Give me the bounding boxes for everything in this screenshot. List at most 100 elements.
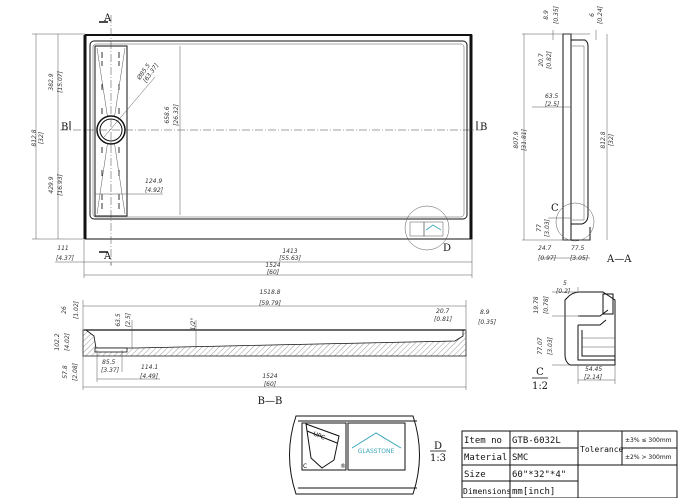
tolerance-large: ±2% > 300mm bbox=[625, 454, 672, 461]
dim-offset: 111 bbox=[57, 245, 68, 252]
upc-logo-r: ® bbox=[340, 463, 346, 470]
detail-c-circle bbox=[555, 202, 595, 242]
dim-c: 20.7 bbox=[538, 53, 545, 67]
dim-d-in: [2.5] bbox=[545, 101, 560, 108]
dim-channel-w: 124.9 bbox=[145, 178, 162, 185]
dim-c-d-in: [2.14] bbox=[584, 374, 603, 381]
tolerance-small: ±3% ≤ 300mm bbox=[625, 437, 672, 444]
dim-bb-drain: 85.5 bbox=[102, 359, 116, 366]
dim-a-in: [0.35] bbox=[553, 5, 560, 24]
dim-bb-len: 1518.8 bbox=[260, 289, 281, 296]
dim-g-in: [3.03] bbox=[544, 218, 551, 237]
dim-inner-len-in: [55.63] bbox=[279, 255, 302, 262]
section-bb: 1518.8 [59.79] 26 [1.02] 63.5 [2.5] 1/2°… bbox=[54, 289, 497, 407]
dim-c-c-in: [3.03] bbox=[547, 336, 554, 355]
dim-bb-drain-off: 114.1 bbox=[141, 364, 158, 371]
detail-c-title: C bbox=[536, 367, 544, 378]
tolerance-label: Tolerance bbox=[580, 445, 624, 454]
dim-channel-len: 658.6 bbox=[164, 106, 171, 123]
item-no-label: Item no bbox=[464, 436, 502, 446]
section-a-top: A bbox=[103, 13, 112, 24]
dim-bb-len-in: [59.79] bbox=[259, 300, 282, 307]
dim-c-in: [0.82] bbox=[546, 50, 553, 69]
detail-c-scale: 1:2 bbox=[532, 381, 548, 392]
upc-logo bbox=[301, 422, 347, 471]
dim-bb-edge: 20.7 bbox=[436, 308, 450, 315]
section-a-bottom: A bbox=[103, 251, 112, 262]
dim-bb-slope: 1/2° bbox=[190, 318, 197, 331]
dim-overall-len: 1524 bbox=[265, 262, 280, 269]
detail-d-marker: D bbox=[443, 243, 451, 254]
dimensions-label: Dimensions bbox=[463, 487, 511, 496]
detail-d: UPC C ® GLASSTONE D 1:3 bbox=[289, 415, 446, 495]
dim-overall-height: 812.8 bbox=[31, 129, 38, 146]
dim-bb-drain-in: [3.37] bbox=[101, 367, 120, 374]
dim-c-c: 77.07 bbox=[537, 337, 544, 354]
dim-channel-w-in: [4.92] bbox=[145, 187, 164, 194]
dim-f: 812.8 bbox=[600, 131, 607, 148]
dim-f-in: [32] bbox=[608, 133, 615, 146]
dim-overall-len-in: [60] bbox=[267, 269, 280, 276]
dim-bb-height: 102.2 bbox=[54, 333, 61, 350]
glasstone-logo bbox=[347, 422, 406, 471]
dim-c-b: 19.78 bbox=[533, 296, 540, 313]
size-label: Size bbox=[464, 470, 486, 480]
dim-bb-rim-in: [1.02] bbox=[73, 300, 80, 319]
dim-e: 807.9 bbox=[513, 131, 520, 148]
dim-c-a: 5 bbox=[563, 280, 567, 287]
dim-bb-total: 1524 bbox=[262, 373, 277, 380]
section-b-left: B bbox=[61, 122, 68, 133]
detail-c-marker: C bbox=[551, 203, 559, 214]
dim-inner-len: 1413 bbox=[282, 248, 297, 255]
dim-upper: 382.9 bbox=[48, 73, 55, 90]
dim-h: 24.7 bbox=[538, 245, 552, 252]
dim-bb-base-in: [2.08] bbox=[72, 362, 79, 381]
dim-g: 77 bbox=[536, 224, 543, 232]
title-block: Item no GTB-6032L Material SMC Size 60"*… bbox=[461, 430, 678, 498]
upc-logo-text: UPC bbox=[312, 431, 326, 442]
dim-b-in: [0.24] bbox=[597, 5, 604, 24]
dim-bb-total-in: [60] bbox=[264, 381, 277, 388]
size-value: 60"*32"*4" bbox=[512, 470, 566, 480]
dim-bb-depth: 63.5 bbox=[115, 313, 122, 327]
dim-a: 8.9 bbox=[543, 10, 550, 20]
material-value: SMC bbox=[512, 453, 528, 463]
dim-i-in: [3.05] bbox=[570, 255, 589, 262]
dim-bb-lip-in: [0.35] bbox=[478, 319, 497, 326]
item-no-value: GTB-6032L bbox=[512, 436, 561, 446]
dim-b: 6 bbox=[589, 13, 596, 17]
section-aa-title: A—A bbox=[606, 254, 632, 265]
detail-d-circle bbox=[404, 205, 450, 251]
upc-logo-c: C bbox=[303, 463, 307, 470]
dim-overall-height-in: [32] bbox=[38, 131, 45, 144]
plan-view: 812.8 [32] 382.9 [15.07] 429.9 [16.93] Ø… bbox=[31, 13, 487, 278]
dim-upper-in: [15.07] bbox=[57, 70, 64, 93]
dim-bb-rim: 26 bbox=[61, 306, 68, 314]
dim-c-d: 54.45 bbox=[585, 366, 602, 373]
dim-channel-len-in: [26.32] bbox=[173, 103, 180, 126]
dim-bb-lip: 8.9 bbox=[480, 309, 490, 316]
dim-offset-in: [4.37] bbox=[56, 255, 75, 262]
section-aa: 8.9 [0.35] 6 [0.24] 20.7 [0.82] 63.5 [2.… bbox=[513, 5, 632, 265]
detail-d-title: D bbox=[434, 441, 442, 452]
dim-c-a-in: [0.2] bbox=[556, 288, 571, 295]
dim-e-in: [31.81] bbox=[521, 128, 528, 151]
dim-lower-in: [16.93] bbox=[57, 173, 64, 196]
dim-c-b-in: [0.78] bbox=[543, 295, 550, 314]
dim-lower: 429.9 bbox=[48, 176, 55, 193]
glasstone-logo-text: GLASSTONE bbox=[358, 448, 395, 455]
dim-bb-height-in: [4.02] bbox=[64, 332, 71, 351]
dim-bb-edge-in: [0.81] bbox=[434, 316, 453, 323]
dim-d: 63.5 bbox=[545, 93, 559, 100]
section-b-right: B bbox=[480, 122, 487, 133]
dim-h-in: [0.97] bbox=[538, 255, 557, 262]
dimensions-value: mm[inch] bbox=[512, 487, 555, 497]
dim-bb-drain-off-in: [4.49] bbox=[140, 373, 159, 380]
detail-c: 5 [0.2] 19.78 [0.78] 77.07 [3.03] 54.45 … bbox=[532, 280, 616, 392]
dim-bb-depth-in: [2.5] bbox=[125, 312, 132, 327]
dim-bb-base: 57.8 bbox=[62, 365, 69, 379]
material-label: Material bbox=[464, 453, 507, 463]
detail-d-scale: 1:3 bbox=[430, 453, 446, 464]
